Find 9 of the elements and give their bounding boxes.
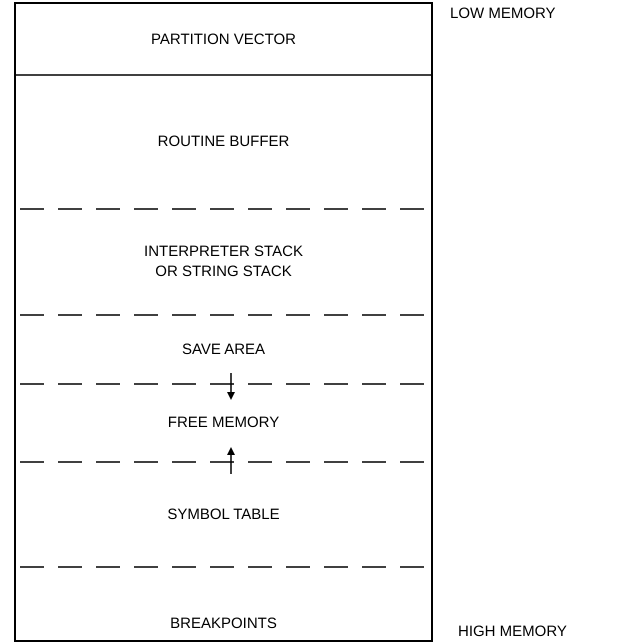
- region-label: SAVE AREA: [180, 340, 266, 360]
- memory-address-label: HIGH MEMORY: [458, 622, 567, 642]
- region-label: ROUTINE BUFFER: [156, 132, 290, 152]
- region-label: BREAKPOINTS: [169, 614, 278, 634]
- memory-address-label: LOW MEMORY: [450, 4, 556, 24]
- region-label: PARTITION VECTOR: [150, 30, 298, 50]
- region-label: INTERPRETER STACK OR STRING STACK: [143, 242, 304, 282]
- region-label: FREE MEMORY: [166, 413, 280, 433]
- region-label: SYMBOL TABLE: [166, 504, 281, 524]
